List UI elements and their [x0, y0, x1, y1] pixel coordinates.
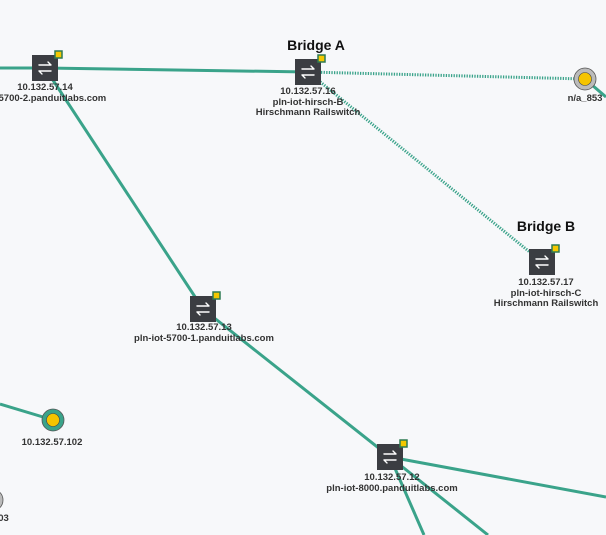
node-hostname: pln-iot-5700-1.panduitlabs.com	[134, 332, 274, 344]
link-sw12-edge-right-a[interactable]	[389, 455, 606, 499]
status-badge-icon	[317, 54, 326, 63]
status-badge-icon	[212, 291, 221, 300]
links-layer	[0, 66, 606, 535]
node-sw17[interactable]	[529, 244, 560, 275]
link-sw16-sw17[interactable]	[307, 70, 543, 264]
switch-arrows-icon	[301, 65, 315, 79]
node-ip: .57.103	[0, 513, 9, 524]
node-ip: 10.132.57.12	[364, 472, 420, 483]
switch-arrows-icon	[38, 61, 52, 75]
host-circle-icon	[578, 72, 592, 86]
node-hostname: pln-iot-8000.panduitlabs.com	[326, 482, 458, 494]
bridge-title-sw16: Bridge A	[287, 37, 345, 53]
node-ip: 10.132.57.14	[17, 82, 73, 93]
node-ip: 10.132.57.16	[280, 86, 336, 97]
node-ip: 10.132.57.13	[176, 322, 232, 333]
node-label-h102: 10.132.57.102	[21, 437, 83, 449]
node-na853[interactable]	[573, 67, 597, 91]
link-sw14-sw16[interactable]	[44, 66, 309, 74]
switch-arrows-icon	[383, 450, 397, 464]
link-sw13-sw12[interactable]	[202, 307, 391, 459]
link-sw16-na853[interactable]	[307, 70, 586, 81]
switch-arrows-icon	[196, 302, 210, 316]
status-badge-icon	[551, 244, 560, 253]
host-ring	[0, 491, 4, 509]
status-badge-icon	[399, 439, 408, 448]
node-model: Hirschmann Railswitch	[255, 107, 361, 118]
node-ip: 10.132.57.17	[518, 277, 574, 288]
node-h103[interactable]	[0, 489, 4, 511]
switch-body	[529, 249, 555, 275]
node-sw12[interactable]	[377, 439, 408, 470]
link-sw14-sw13[interactable]	[43, 67, 205, 310]
node-label-sw14: 10.132.57.14iot-5700-2.panduitlabs.com	[0, 82, 107, 104]
node-model: Hirschmann Railswitch	[493, 298, 599, 309]
node-sw16[interactable]	[295, 54, 326, 85]
node-hostname: pln-iot-hirsch-C	[510, 287, 582, 299]
switch-body	[377, 444, 403, 470]
switch-body	[295, 59, 321, 85]
node-sw14[interactable]	[32, 50, 63, 81]
node-ip: 10.132.57.102	[21, 437, 83, 448]
nodes-layer	[0, 50, 597, 511]
node-label-h103: .57.103	[0, 513, 9, 525]
switch-body	[32, 55, 58, 81]
status-badge-icon	[54, 50, 63, 59]
node-sw13[interactable]	[190, 291, 221, 322]
host-circle-icon	[46, 413, 60, 427]
node-h102[interactable]	[41, 408, 65, 432]
node-hostname: n/a_853	[567, 93, 603, 104]
switch-arrows-icon	[535, 255, 549, 269]
bridge-title-sw17: Bridge B	[516, 218, 576, 234]
node-hostname: iot-5700-2.panduitlabs.com	[0, 92, 107, 104]
node-label-na853: n/a_853	[567, 93, 603, 105]
link-sw12-edge-bottom-b[interactable]	[389, 455, 489, 535]
switch-body	[190, 296, 216, 322]
node-hostname: pln-iot-hirsch-B	[272, 96, 344, 108]
